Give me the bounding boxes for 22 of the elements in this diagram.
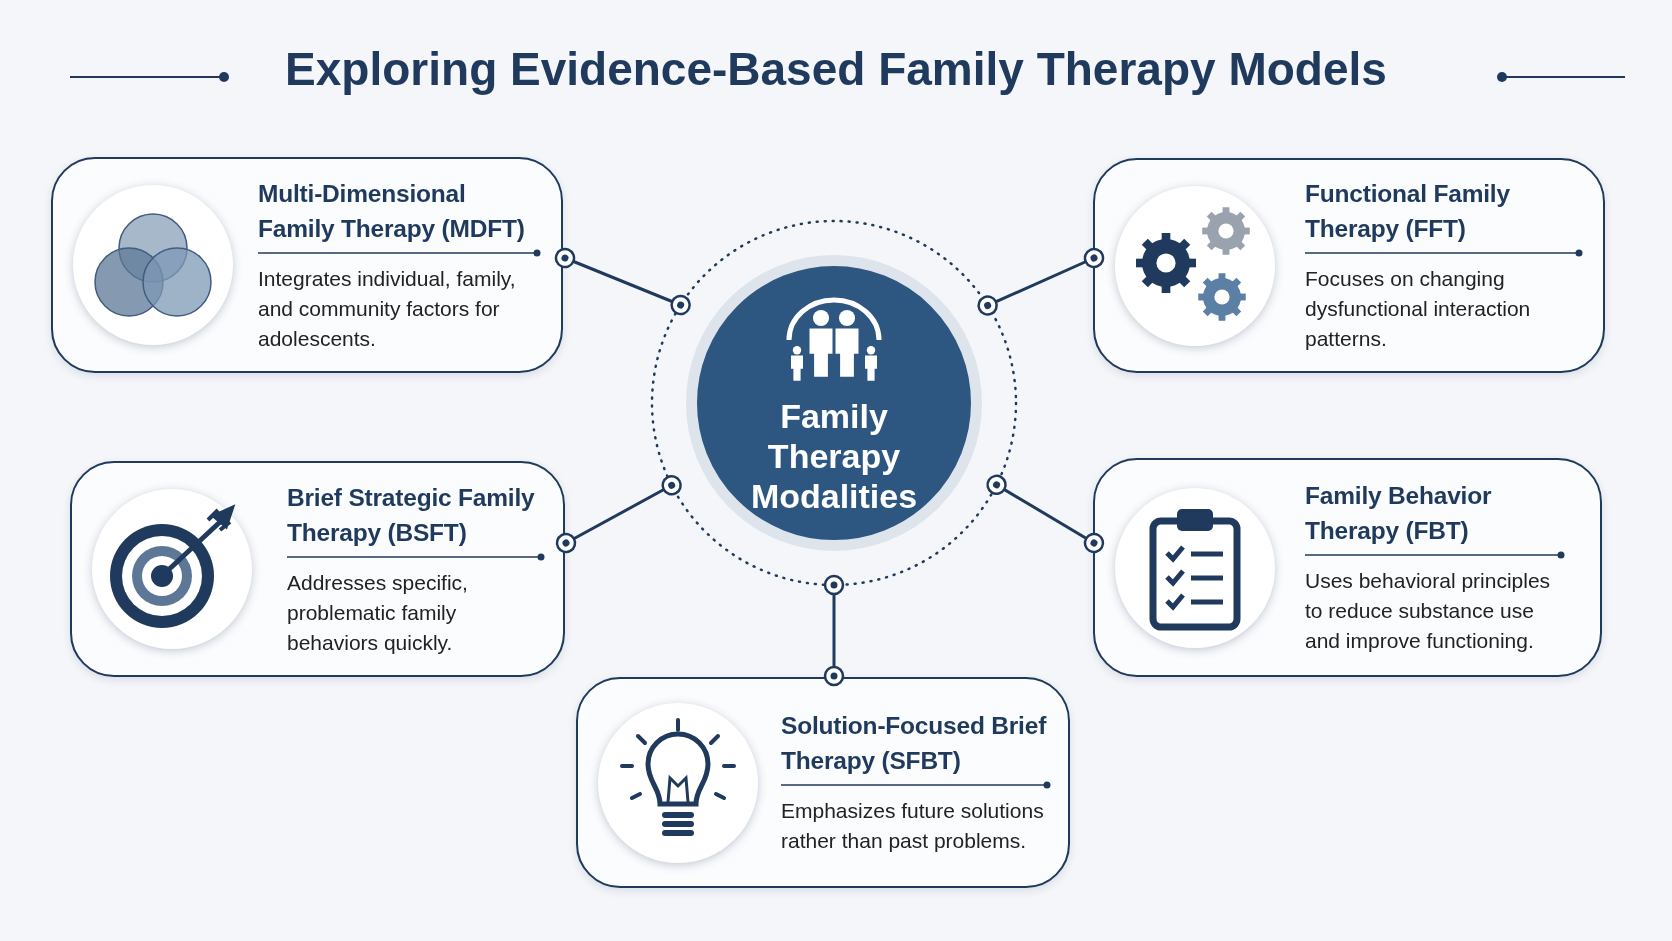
connector-line [823, 574, 845, 687]
title: Exploring Evidence-Based Family Therapy Models [285, 42, 1387, 96]
model-card [1093, 458, 1602, 677]
model-card [576, 677, 1070, 888]
hub-label: Family Therapy Modalities [749, 396, 919, 516]
card-heading: Multi-Dimensional Family Therapy (MDFT) [258, 178, 526, 244]
card-heading: Solution-Focused Brief Therapy (SFBT) [781, 711, 1048, 776]
card-description: Addresses specific, problematic family behaviors quickly. [287, 569, 469, 656]
card-heading: Family Behavior Therapy (FBT) [1305, 481, 1493, 546]
model-card [1093, 158, 1605, 373]
card-description: Focuses on changing dysfunctional interaction patterns. [1305, 266, 1532, 352]
card-description: Uses behavioral principles to reduce substance use and improve functioning. [1305, 568, 1552, 654]
connector-line [554, 247, 691, 316]
model-card [70, 461, 565, 677]
card-description: Integrates individual, family, and community factors for adolescents. [258, 265, 517, 352]
connector-line [977, 247, 1105, 316]
model-card [51, 157, 563, 373]
card-description: Emphasizes future solutions rather than past problems. [781, 798, 1045, 854]
card-heading: Functional Family Therapy (FFT) [1305, 179, 1511, 244]
connector-line [986, 474, 1105, 554]
card-heading: Brief Strategic Family Therapy (BSFT) [287, 482, 536, 548]
connector-line [555, 475, 682, 554]
